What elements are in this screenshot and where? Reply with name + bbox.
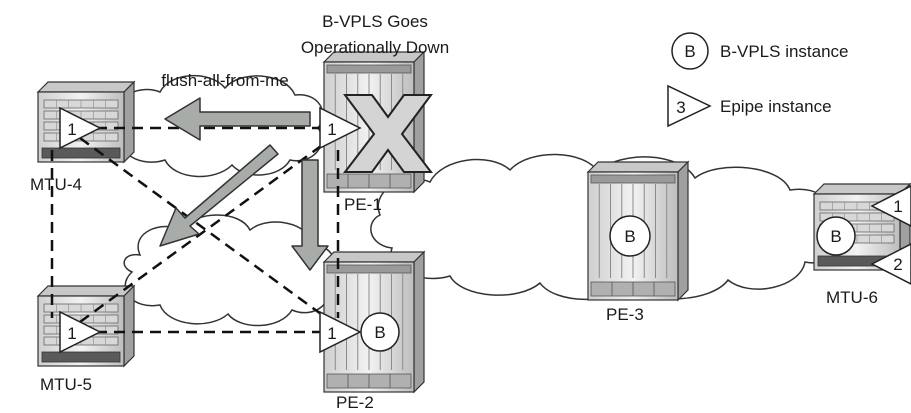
mtu5-epipe-number: 1 xyxy=(67,324,76,343)
legend-bvpls-circle xyxy=(671,32,709,70)
pe1-label: PE-1 xyxy=(344,195,382,214)
legend: B B-VPLS instance 3 Epipe instance xyxy=(667,32,849,128)
title-line2: Operationally Down xyxy=(301,38,449,57)
pe2-epipe-triangle xyxy=(319,310,362,354)
mtu6-epipe-bottom-triangle xyxy=(870,243,911,285)
mtu6-epipe-bottom-number: 2 xyxy=(893,255,902,274)
pe2-bvpls-circle xyxy=(360,312,400,352)
link-mtu5-pe1 xyxy=(79,136,333,324)
link-mtu4-pe2 xyxy=(79,136,333,324)
failure-x-icon xyxy=(342,94,434,173)
title-line1: B-VPLS Goes xyxy=(322,12,428,31)
pe3-bvpls-symbol: B xyxy=(624,227,635,246)
pseudowire-links xyxy=(50,126,340,334)
pe2-epipe-number: 1 xyxy=(327,324,336,343)
mtu6-epipe-top-number: 1 xyxy=(893,197,902,216)
pe1-epipe-triangle xyxy=(319,106,362,150)
mtu5-label: MTU-5 xyxy=(40,375,92,394)
mtu6-bvpls-symbol: B xyxy=(830,227,841,246)
legend-epipe-symbol: 3 xyxy=(676,98,685,117)
mtu5-epipe-triangle xyxy=(59,310,102,354)
mtu4-epipe-number: 1 xyxy=(67,120,76,139)
flush-arrow-to-mtu5 xyxy=(159,144,279,247)
mtu6-epipe-top-triangle xyxy=(870,185,911,227)
mtu4-epipe-triangle xyxy=(59,106,102,150)
legend-bvpls-label: B-VPLS instance xyxy=(720,42,849,61)
mtu6-label: MTU-6 xyxy=(826,288,878,307)
flush-label: flush-all-from-me xyxy=(161,71,289,90)
mtu4-label: MTU-4 xyxy=(30,175,82,194)
legend-epipe-label: Epipe instance xyxy=(720,97,832,116)
flush-arrows xyxy=(159,97,329,271)
pe3-label: PE-3 xyxy=(606,305,644,324)
legend-epipe-triangle xyxy=(667,84,712,128)
pe3-bvpls-circle xyxy=(609,215,651,257)
mtu5-chassis xyxy=(36,284,136,368)
legend-bvpls-symbol: B xyxy=(684,42,695,61)
flush-arrow-to-mtu4 xyxy=(164,97,311,141)
flush-arrow-to-pe2 xyxy=(291,159,329,271)
mtu6-bvpls-circle xyxy=(816,216,856,256)
pe2-bvpls-symbol: B xyxy=(374,323,385,342)
pe1-epipe-number: 1 xyxy=(327,120,336,139)
pe2-label: PE-2 xyxy=(336,393,374,412)
